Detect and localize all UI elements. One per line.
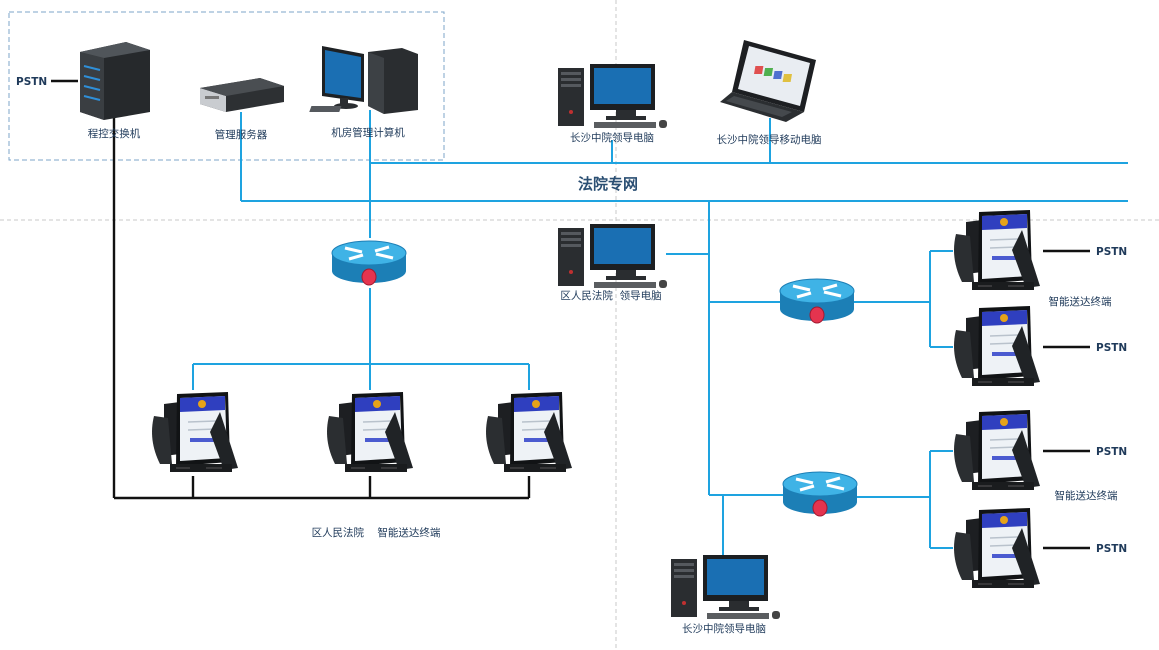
router-icon-right-top	[778, 277, 856, 325]
pbx-server-icon	[80, 42, 150, 120]
top-pc-icon	[558, 64, 667, 128]
laptop-label: 长沙中院领导移动电脑	[717, 133, 822, 146]
laptop-icon	[720, 40, 816, 122]
top-pc-label: 长沙中院领导电脑	[570, 131, 654, 144]
pstn-label-pbx: PSTN	[16, 76, 47, 88]
room-computer-icon	[309, 46, 418, 114]
router-icon-right-bottom	[781, 470, 859, 518]
management-server-icon	[200, 78, 284, 112]
terminal-icon-district-1	[151, 391, 239, 473]
bottom-pc-label: 长沙中院领导电脑	[682, 622, 766, 635]
pbx-label: 程控交换机	[88, 127, 141, 140]
pstn-label-3: PSTN	[1096, 446, 1127, 458]
district-pc-icon	[558, 224, 667, 288]
district-terminals-label: 区人民法院 智能送达终端	[312, 526, 441, 539]
terminal-icon-district-2	[326, 391, 414, 473]
terminal-icon-right-3	[953, 409, 1041, 491]
terminals-label-a: 智能送达终端	[1049, 295, 1112, 308]
room-computer-label: 机房管理计算机	[331, 126, 405, 139]
router-icon-center	[330, 239, 408, 287]
terminal-icon-right-1	[953, 209, 1041, 291]
pstn-label-1: PSTN	[1096, 246, 1127, 258]
pstn-label-2: PSTN	[1096, 342, 1127, 354]
terminal-icon-right-4	[953, 507, 1041, 589]
pbx-wires	[51, 79, 1090, 550]
district-pc-label: 区人民法院 领导电脑	[560, 289, 661, 302]
terminal-icon-right-2	[953, 305, 1041, 387]
terminal-icon-district-3	[485, 391, 573, 473]
management-server-label: 管理服务器	[215, 128, 268, 141]
bottom-pc-icon	[671, 555, 780, 619]
network-label: 法院专网	[578, 175, 638, 193]
terminals-label-b: 智能送达终端	[1055, 489, 1118, 502]
server-room-box	[8, 11, 445, 161]
pstn-label-4: PSTN	[1096, 543, 1127, 555]
network-wires	[192, 110, 1128, 556]
